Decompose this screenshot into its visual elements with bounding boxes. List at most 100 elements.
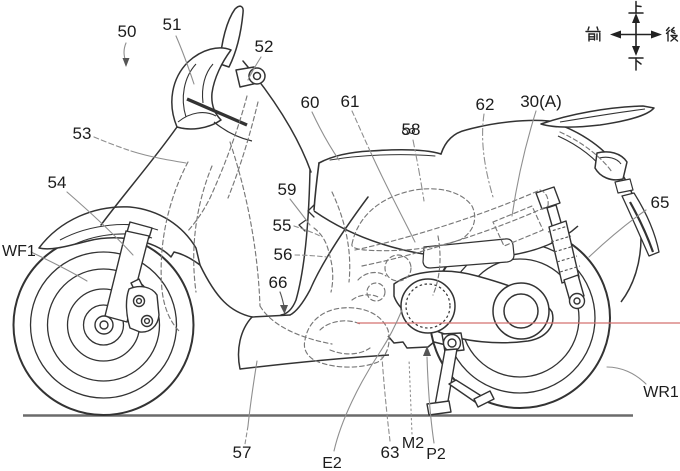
frame-lower-hidden (259, 305, 333, 345)
air-duct-hidden (361, 205, 549, 267)
detail-hidden (357, 271, 387, 281)
stand-pedal (473, 390, 495, 408)
leader-53 (93, 136, 132, 152)
leader-53 (130, 150, 187, 164)
tail-frame-hidden (559, 131, 613, 173)
leader-lines (30, 35, 647, 452)
leader-p2 (426, 356, 435, 444)
leader-57 (247, 360, 258, 427)
label-wf1: WF1 (2, 243, 36, 260)
cowl-chin (213, 121, 253, 142)
seat-hinge-bolt (401, 128, 409, 136)
shock-spring (547, 225, 581, 273)
fork-tube (104, 230, 150, 323)
stand-pivot-bolt (447, 338, 457, 348)
label-51: 51 (163, 15, 182, 34)
underbody-edge (239, 354, 390, 370)
seat (298, 119, 550, 232)
frame-pipe-hidden (331, 191, 351, 283)
flap-rib (629, 201, 655, 253)
direction-compass (585, 0, 679, 71)
rear-shock (535, 186, 586, 310)
leader-57 (244, 425, 249, 445)
leader-63 (381, 356, 391, 442)
side-panel-mass (312, 170, 580, 258)
legshield-inner-hidden (193, 165, 213, 293)
pipe-section-hidden (366, 282, 386, 302)
label-65: 65 (651, 193, 670, 212)
compass-down-kanji (628, 57, 644, 71)
air-duct-hidden (354, 189, 541, 251)
front-tire-inner (29, 251, 178, 399)
shock-eye-bolt (573, 297, 581, 305)
grip-end-bolt (252, 71, 262, 81)
leader-55 (293, 225, 321, 237)
leader-e2 (333, 309, 403, 452)
leader-30A (511, 110, 537, 217)
frame-pipe-hidden (328, 252, 334, 293)
label-63: 63 (381, 443, 400, 462)
seat-front-edge (313, 162, 320, 211)
fuel-tank-detail-hidden (319, 320, 363, 331)
fuel-tank-hidden (303, 307, 390, 368)
label-p2: P2 (426, 446, 446, 463)
air-duct-end-hidden (539, 189, 549, 207)
label-54: 54 (48, 173, 67, 192)
arrow-rear (651, 30, 662, 39)
leader-m2 (408, 358, 413, 435)
label-52: 52 (255, 37, 274, 56)
front-hub (82, 304, 125, 346)
label-59: 59 (278, 180, 297, 199)
leader-66 (279, 291, 285, 307)
tail-bodywork (540, 105, 660, 303)
label-wr1: WR1 (643, 384, 679, 401)
flap-bracket (614, 178, 634, 194)
arrowhead-66 (280, 305, 288, 314)
leader-wf1 (30, 251, 88, 282)
steering-column-hidden (186, 95, 248, 233)
caliper-bolt (143, 317, 151, 325)
arrow-down (632, 46, 640, 56)
compass-front-kanji (585, 26, 601, 42)
hidden-structure (160, 95, 613, 368)
fender-outline (38, 206, 201, 266)
compass-arrowheads (610, 13, 662, 56)
label-50: 50 (118, 22, 137, 41)
cowl-crease (201, 63, 214, 104)
legshield-inner-hidden (160, 161, 189, 333)
frame-pipe-hidden (313, 227, 330, 254)
front-cowl-group (171, 5, 266, 142)
label-62: 62 (476, 95, 495, 114)
leader-56 (294, 254, 328, 258)
label-e2: E2 (322, 455, 342, 471)
tail-light (594, 151, 628, 181)
seat-hinge-bolt (408, 127, 416, 135)
label-57: 57 (233, 443, 252, 462)
duct-to-engine-hidden (432, 235, 441, 296)
storage-box-hidden (351, 188, 476, 252)
label-55: 55 (273, 216, 292, 235)
power-unit (387, 270, 554, 349)
headlight-edge (177, 112, 217, 123)
cowl-crease (182, 63, 197, 118)
label-56: 56 (274, 245, 293, 264)
arrow-front (610, 30, 621, 39)
compass-rear-kanji (665, 26, 679, 42)
leader-61 (370, 152, 416, 243)
detail-hidden (351, 294, 381, 301)
legshield-front-edge (100, 126, 178, 226)
leader-52 (247, 56, 262, 81)
label-60: 60 (301, 93, 320, 112)
leader-54 (66, 191, 134, 256)
stand-foot (426, 400, 452, 416)
leader-wr1 (606, 366, 647, 385)
floor-skirt-bottom (237, 316, 253, 370)
seat-top-front (318, 148, 442, 164)
leader-51 (175, 35, 195, 85)
label-61: 61 (341, 92, 360, 111)
crankcase-cover (400, 278, 456, 334)
leader-arrowheads (122, 58, 431, 356)
front-fork (94, 221, 160, 335)
